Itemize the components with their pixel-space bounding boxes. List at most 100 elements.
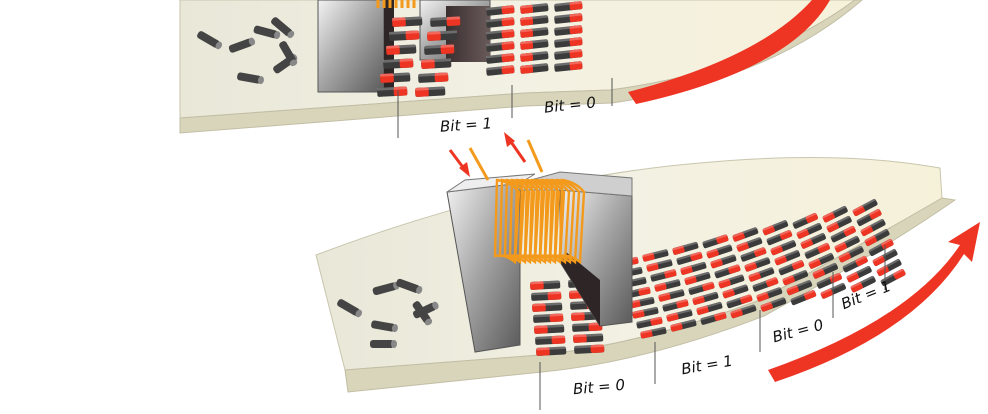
magnet-particle-icon: [427, 30, 458, 41]
magnet-particle-icon: [826, 215, 852, 233]
magnet-particle-icon: [486, 29, 515, 40]
magnet-particle-icon: [389, 30, 420, 41]
loose-particle-icon: [412, 301, 433, 326]
magnet-particle-icon: [702, 234, 729, 249]
magnet-particle-icon: [856, 208, 882, 227]
loose-particle-icon: [371, 320, 398, 333]
magnet-particle-icon: [680, 261, 707, 275]
magnet-particle-icon: [730, 304, 757, 319]
magnet-particle-icon: [786, 279, 813, 296]
magnet-particle-icon: [536, 346, 567, 356]
magnet-particle-icon: [392, 16, 423, 27]
loose-particle-icon: [370, 340, 397, 348]
loose-particle-icon: [237, 72, 264, 85]
magnet-particle-icon: [486, 41, 515, 52]
magnet-particle-icon: [838, 245, 864, 263]
magnet-particle-icon: [520, 39, 549, 50]
magnet-particle-icon: [762, 219, 789, 236]
magnet-particle-icon: [706, 244, 733, 259]
magnet-particle-icon: [632, 306, 659, 319]
magnet-particle-icon: [748, 266, 775, 282]
magnet-particle-icon: [700, 311, 727, 325]
magnet-particle-icon: [740, 246, 767, 262]
magnet-particle-icon: [383, 58, 414, 69]
magnet-particle-icon: [534, 324, 565, 334]
magnet-particle-icon: [792, 212, 818, 229]
magnet-particle-icon: [662, 298, 689, 312]
magnet-particle-icon: [520, 51, 549, 62]
magnet-particle-icon: [530, 280, 561, 290]
magnet-particle-icon: [804, 242, 830, 259]
loose-particle-icon: [228, 37, 256, 53]
magnet-particle-icon: [830, 225, 856, 243]
magnet-particle-icon: [658, 288, 685, 302]
magnet-particle-icon: [822, 205, 848, 223]
magnet-particle-icon: [744, 256, 771, 272]
magnet-particle-icon: [531, 291, 562, 301]
magnet-particle-icon: [880, 268, 906, 287]
magnet-particle-icon: [842, 255, 868, 273]
magnet-particle-icon: [654, 278, 681, 292]
loose-particle-icon: [396, 278, 423, 294]
bottom-loose-particles: [337, 278, 439, 348]
top-magnet-grid: [377, 1, 583, 97]
magnet-particle-icon: [752, 276, 779, 292]
magnet-particle-icon: [486, 65, 515, 76]
magnet-particle-icon: [774, 249, 801, 266]
magnet-particle-icon: [800, 232, 826, 249]
magnet-particle-icon: [834, 235, 860, 253]
magnet-particle-icon: [636, 316, 663, 329]
magnet-particle-icon: [864, 228, 890, 247]
magnet-particle-icon: [486, 53, 515, 64]
loose-particle-icon: [337, 299, 363, 318]
top-bit-label-1: Bit = 1: [439, 114, 493, 136]
magnet-particle-icon: [418, 72, 449, 83]
magnet-particle-icon: [421, 58, 452, 69]
magnet-particle-icon: [726, 294, 753, 309]
magnet-particle-icon: [574, 344, 605, 354]
magnet-particle-icon: [732, 226, 759, 242]
magnet-particle-icon: [520, 3, 549, 14]
top-rotation-arrow-icon: [628, 0, 830, 104]
magnet-particle-icon: [684, 271, 711, 285]
magnet-particle-icon: [666, 308, 693, 322]
magnet-particle-icon: [554, 61, 583, 72]
magnet-particle-icon: [533, 313, 564, 323]
magnet-particle-icon: [380, 72, 411, 83]
magnet-particle-icon: [386, 44, 417, 55]
magnet-particle-icon: [520, 63, 549, 74]
magnet-particle-icon: [808, 252, 834, 269]
loose-particle-icon: [271, 17, 295, 39]
magnet-particle-icon: [688, 281, 715, 295]
magnet-particle-icon: [760, 296, 787, 312]
magnet-particle-icon: [718, 274, 745, 289]
magnet-particle-icon: [868, 238, 894, 257]
magnet-particle-icon: [722, 284, 749, 299]
magnet-particle-icon: [535, 335, 566, 345]
magnet-particle-icon: [486, 17, 515, 28]
bottom-magnet-grid: [530, 198, 906, 356]
magnet-particle-icon: [710, 254, 737, 269]
magnet-particle-icon: [572, 322, 603, 332]
flux-arrow-icon: [448, 132, 527, 177]
magnet-particle-icon: [670, 318, 697, 332]
bottom-rotation-arrow-icon: [768, 222, 980, 382]
magnet-particle-icon: [532, 302, 563, 312]
magnet-particle-icon: [486, 5, 515, 16]
magnet-particle-icon: [554, 13, 583, 24]
magnet-particle-icon: [642, 248, 669, 262]
magnet-particle-icon: [736, 236, 763, 252]
magnet-particle-icon: [812, 262, 838, 279]
magnet-particle-icon: [520, 15, 549, 26]
loose-particle-icon: [279, 41, 298, 67]
magnet-particle-icon: [790, 289, 817, 306]
magnet-particle-icon: [554, 37, 583, 48]
magnet-particle-icon: [676, 251, 703, 265]
magnet-particle-icon: [782, 269, 809, 286]
magnet-particle-icon: [424, 44, 455, 55]
magnet-particle-icon: [714, 264, 741, 279]
magnet-particle-icon: [672, 241, 699, 255]
loose-particle-icon: [253, 25, 281, 40]
magnet-particle-icon: [778, 259, 805, 276]
